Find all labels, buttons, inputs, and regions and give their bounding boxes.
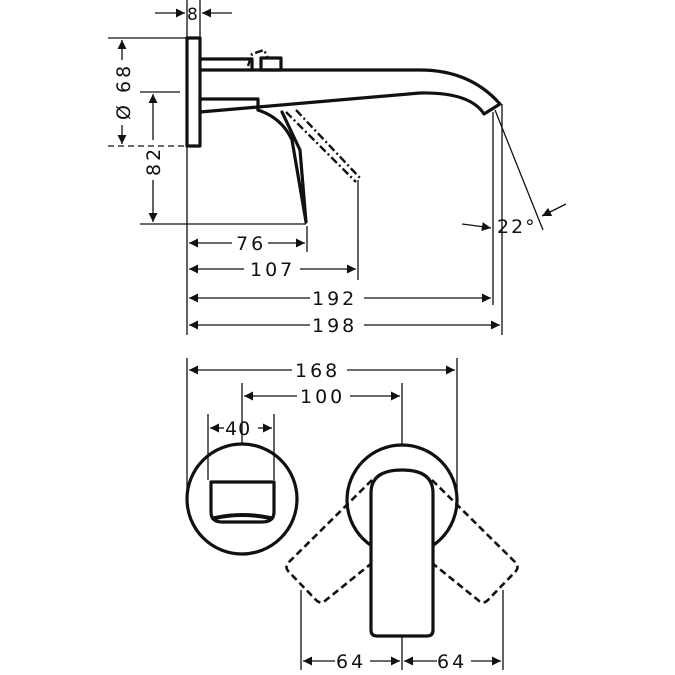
dim-lever-height: 82 [143, 146, 165, 176]
lever-right-position [431, 479, 519, 604]
dim-spout-reach: 192 [312, 288, 357, 310]
wall-plate [185, 36, 202, 148]
dim-lever-reach: 76 [236, 233, 266, 255]
dim-plate-diameter: Ø 68 [113, 63, 135, 120]
spout [198, 68, 502, 116]
lever-open-position [285, 109, 361, 183]
cartridge-cap-open [246, 48, 270, 67]
dim-plate-thickness: 8 [187, 5, 198, 25]
dim-lever-swing-left: 64 [336, 651, 366, 673]
spout-outlet-front [209, 480, 276, 524]
dim-lever-swing-right: 64 [437, 651, 467, 673]
lever [256, 108, 308, 224]
dim-center-distance: 100 [300, 386, 345, 408]
dim-lever-open-reach: 107 [250, 259, 295, 281]
spout-outlet [483, 103, 501, 115]
cartridge-cap [259, 56, 283, 72]
lever-left-position [285, 479, 373, 604]
dim-spout-outlet-width: 40 [225, 418, 251, 440]
spout-rosette [185, 442, 299, 556]
dim-overall-width: 168 [295, 360, 340, 382]
dim-outlet-angle: 22° [497, 216, 537, 238]
mixer-body [198, 57, 260, 112]
dim-total-projection: 198 [312, 315, 357, 337]
front-view: 168 100 40 64 64 [185, 358, 519, 673]
side-view: 8 Ø 68 82 76 107 192 198 [108, 0, 567, 337]
